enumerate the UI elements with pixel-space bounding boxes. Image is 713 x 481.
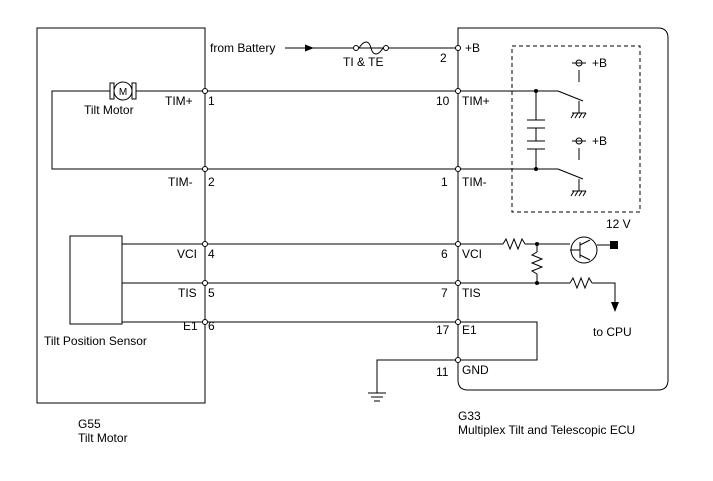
right-signal-tim-minus: TIM-	[462, 175, 487, 189]
junction-dot	[535, 281, 539, 285]
left-pin-6: 6	[208, 319, 215, 333]
terminal-right-6	[455, 241, 461, 247]
fuse-label: TI & TE	[343, 55, 383, 69]
right-pin-11: 11	[436, 365, 449, 379]
right-signal-gnd: GND	[462, 363, 489, 377]
right-signal-vci: VCI	[462, 247, 482, 261]
left-signal-vci: VCI	[177, 247, 197, 261]
fuse-icon	[353, 41, 389, 55]
terminal-left-5	[202, 280, 208, 286]
right-signal-tim-plus: TIM+	[462, 94, 490, 108]
to-cpu-label: to CPU	[593, 325, 632, 339]
left-pin-2: 2	[208, 175, 215, 189]
junction-dot	[534, 167, 538, 171]
ecu-outline	[457, 27, 669, 391]
left-signal-e1: E1	[183, 319, 198, 333]
junction-dot	[535, 242, 539, 246]
right-pin-1: 1	[441, 175, 448, 189]
g55-tilt-motor-component: M Tilt Motor Tilt Position Sensor TIM+ T…	[36, 27, 215, 445]
terminal-right-11	[455, 357, 461, 363]
terminal-right-1	[455, 166, 461, 172]
terminal-left-1	[202, 88, 208, 94]
motor-symbol: M	[119, 87, 127, 98]
terminal-right-2	[455, 45, 461, 51]
connector-terminals	[202, 45, 539, 363]
harness-wires	[122, 90, 538, 402]
motor-driver-circuit	[458, 70, 584, 191]
terminal-right-17	[455, 319, 461, 325]
left-signal-tim-minus: TIM-	[168, 175, 193, 189]
wire-ground	[376, 359, 458, 393]
motor-icon	[109, 81, 137, 101]
right-signal-plus-b: +B	[465, 41, 480, 55]
left-pin-1: 1	[208, 94, 215, 108]
terminal-left-4	[202, 241, 208, 247]
left-pin-5: 5	[208, 286, 215, 300]
sensor-interface-circuit	[458, 237, 619, 312]
plus-b-label-lower: +B	[592, 134, 607, 148]
arrow-down-icon	[611, 302, 619, 312]
motor-label: Tilt Motor	[84, 103, 134, 117]
voltage-label: 12 V	[606, 217, 631, 231]
driver-ic-dashed-box	[511, 45, 641, 213]
g33-code: G33	[458, 409, 481, 423]
arrow-right-icon	[305, 44, 314, 52]
right-pin-2: 2	[440, 51, 447, 65]
g55-code: G55	[78, 417, 101, 431]
right-pin-10: 10	[436, 94, 450, 108]
ground-hatch-icon	[570, 112, 587, 197]
right-signal-e1: E1	[462, 323, 477, 337]
chassis-ground-icon	[368, 392, 386, 402]
left-pin-4: 4	[208, 247, 215, 261]
g55-name: Tilt Motor	[78, 431, 128, 445]
terminal-right-7	[455, 280, 461, 286]
from-battery-label: from Battery	[210, 41, 275, 55]
g33-ecu-component: 12 V +B	[436, 27, 669, 437]
g33-name: Multiplex Tilt and Telescopic ECU	[458, 423, 635, 437]
battery-feed: from Battery TI & TE 2 +B	[210, 41, 480, 69]
plus-b-label-upper: +B	[592, 56, 607, 70]
terminal-left-6	[202, 319, 208, 325]
right-pin-17: 17	[436, 323, 450, 337]
wire-e1-gnd-loop	[458, 321, 538, 361]
right-pin-6: 6	[441, 247, 448, 261]
plus-b-supply-icon	[572, 59, 586, 145]
left-signal-tim-plus: TIM+	[165, 94, 193, 108]
right-pin-7: 7	[441, 286, 448, 300]
left-signal-tis: TIS	[178, 286, 197, 300]
terminal-right-10	[455, 88, 461, 94]
tilt-position-sensor-box	[69, 235, 123, 325]
junction-dot	[534, 89, 538, 93]
right-signal-tis: TIS	[462, 286, 481, 300]
transistor-icon	[570, 236, 618, 264]
sensor-label: Tilt Position Sensor	[44, 334, 147, 348]
terminal-left-2	[202, 166, 208, 172]
g55-outline	[36, 27, 206, 404]
